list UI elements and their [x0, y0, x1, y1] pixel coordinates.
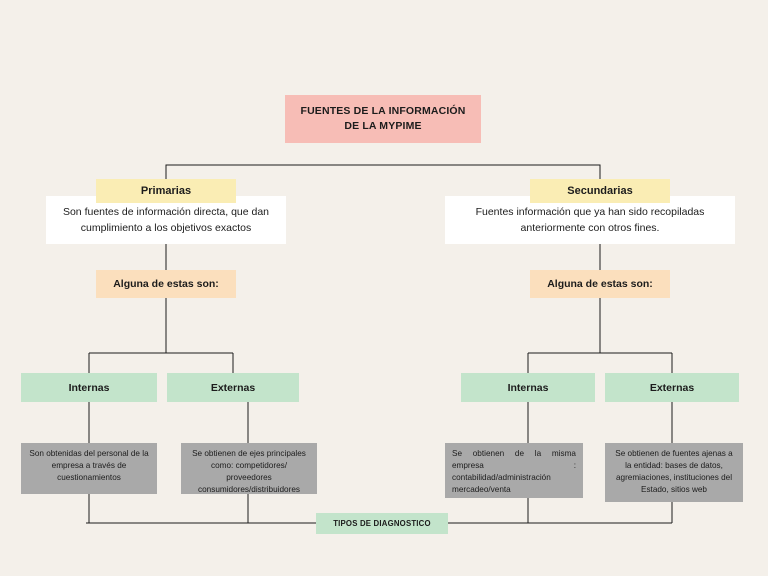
branch-primarias-header-box[interactable]: Primarias [96, 179, 236, 203]
detail-primarias-externas-text: Se obtienen de ejes principales como: co… [192, 449, 306, 494]
branch-secundarias-description-label: Fuentes información que ya han sido reco… [475, 205, 705, 234]
branch-primarias-description-label: Son fuentes de información directa, que … [62, 205, 270, 234]
detail-primarias-internas-box[interactable]: Son obtenidas del personal de la empresa… [21, 443, 157, 494]
category-secundarias-externas-box[interactable]: Externas [605, 373, 739, 402]
category-primarias-internas-box[interactable]: Internas [21, 373, 157, 402]
footer-diagnostic-box[interactable]: TIPOS DE DIAGNOSTICO [316, 513, 448, 534]
branch-secundarias-step-box[interactable]: Alguna de estas son: [530, 270, 670, 298]
branch-secundarias-header-box[interactable]: Secundarias [530, 179, 670, 203]
root-title-label: FUENTES DE LA INFORMACIÓN DE LA MYPIME [300, 104, 466, 132]
root-title-box[interactable]: FUENTES DE LA INFORMACIÓN DE LA MYPIME [285, 95, 481, 143]
category-secundarias-externas-label: Externas [649, 381, 695, 394]
branch-primarias-description-box[interactable]: Son fuentes de información directa, que … [46, 196, 286, 244]
branch-primarias-header-label: Primarias [140, 185, 192, 197]
footer-diagnostic-label: TIPOS DE DIAGNOSTICO [333, 519, 431, 528]
detail-secundarias-internas-text: Se obtienen de la misma empresa : contab… [452, 449, 576, 494]
branch-primarias-step-label: Alguna de estas son: [113, 278, 219, 290]
detail-primarias-externas-box[interactable]: Se obtienen de ejes principales como: co… [181, 443, 317, 494]
branch-secundarias-header-label: Secundarias [567, 185, 633, 197]
category-primarias-externas-label: Externas [210, 381, 256, 394]
detail-primarias-internas-text: Son obtenidas del personal de la empresa… [29, 449, 149, 482]
category-secundarias-internas-label: Internas [507, 381, 549, 394]
branch-primarias-step-box[interactable]: Alguna de estas son: [96, 270, 236, 298]
category-secundarias-internas-box[interactable]: Internas [461, 373, 595, 402]
detail-secundarias-externas-box[interactable]: Se obtienen de fuentes ajenas a la entid… [605, 443, 743, 502]
branch-secundarias-description-box[interactable]: Fuentes información que ya han sido reco… [445, 196, 735, 244]
detail-secundarias-internas-box[interactable]: Se obtienen de la misma empresa : contab… [445, 443, 583, 498]
wire-root-split [165, 164, 601, 181]
detail-secundarias-externas-text: Se obtienen de fuentes ajenas a la entid… [615, 449, 733, 494]
category-primarias-internas-label: Internas [68, 381, 110, 394]
branch-secundarias-step-label: Alguna de estas son: [547, 278, 653, 290]
category-primarias-externas-box[interactable]: Externas [167, 373, 299, 402]
